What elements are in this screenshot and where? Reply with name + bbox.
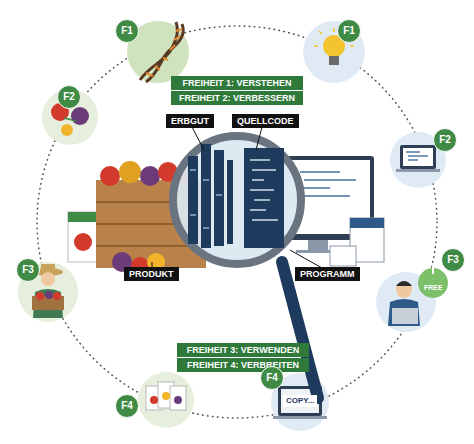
- freedom-badge: F3: [16, 258, 40, 282]
- callout-number: F3: [442, 249, 464, 270]
- freedom-band: FREIHEIT 4: VERBREITEN: [177, 358, 309, 372]
- callout-number: F1: [338, 20, 360, 41]
- label-text: ERBGUT: [171, 115, 209, 127]
- callout-number: F2: [434, 129, 456, 150]
- freedom-badge: F4: [115, 394, 139, 418]
- label-text: FREIHEIT 3: VERWENDEN: [184, 344, 302, 356]
- callout-number: F3: [17, 259, 39, 280]
- label-text: PRODUKT: [129, 268, 174, 280]
- label-text: COPY...: [286, 396, 314, 406]
- callout-number: F2: [58, 86, 80, 107]
- label-text: PROGRAMM: [300, 268, 355, 280]
- callout-number: F1: [116, 20, 138, 41]
- freedom-badge: F4: [260, 366, 284, 390]
- label-text: QUELLCODE: [237, 115, 294, 127]
- label-text: FREE: [424, 283, 443, 292]
- label-text: FREIHEIT 1: VERSTEHEN: [178, 77, 296, 89]
- callout-number: F4: [261, 367, 283, 388]
- part-label: PRODUKT: [124, 267, 179, 281]
- download-label: FREE: [422, 282, 445, 293]
- progress-label: COPY...: [283, 395, 317, 407]
- freedom-badge: F1: [337, 19, 361, 43]
- label-text: FREIHEIT 2: VERBESSERN: [178, 92, 296, 104]
- freedom-badge: F2: [433, 128, 457, 152]
- freedom-badge: F2: [57, 85, 81, 109]
- freedom-badge: F3: [441, 248, 465, 272]
- part-label: ERBGUT: [166, 114, 214, 128]
- callout-number: F4: [116, 395, 138, 416]
- freedom-band: FREIHEIT 1: VERSTEHEN: [171, 76, 303, 90]
- freedom-badge: F1: [115, 19, 139, 43]
- freedom-band: FREIHEIT 3: VERWENDEN: [177, 343, 309, 357]
- part-label: QUELLCODE: [232, 114, 299, 128]
- label-text: FREIHEIT 4: VERBREITEN: [184, 359, 302, 371]
- part-label: PROGRAMM: [295, 267, 360, 281]
- freedom-band: FREIHEIT 2: VERBESSERN: [171, 91, 303, 105]
